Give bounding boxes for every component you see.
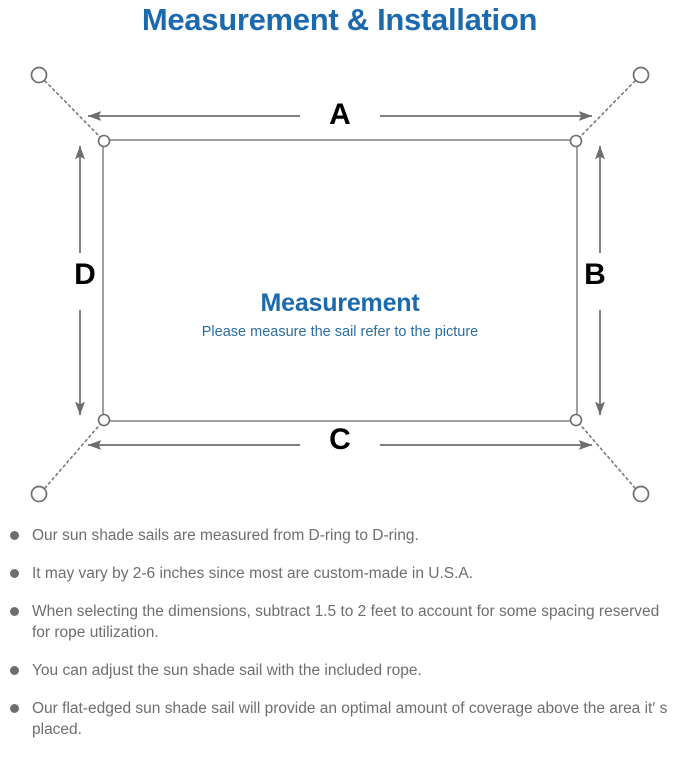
sail-caption-title: Measurement [260,289,420,317]
list-item: Our sun shade sails are measured from D-… [0,525,679,546]
dimension-label-a: A [329,98,351,131]
d-ring-bottom-right [569,413,583,427]
list-item: It may vary by 2-6 inches since most are… [0,563,679,584]
rope-line-top-left [44,80,104,141]
bullet-icon [10,569,19,578]
sail-caption-subtitle: Please measure the sail refer to the pic… [201,324,479,340]
bullet-icon [10,666,19,675]
anchor-ring-bottom-left [30,485,48,503]
notes-list: Our sun shade sails are measured from D-… [0,525,679,757]
d-ring-top-right [569,134,583,148]
list-item: When selecting the dimensions, subtract … [0,601,679,643]
dimension-label-b: B [584,258,606,291]
diagram-graphics [30,66,650,503]
note-text: When selecting the dimensions, subtract … [32,603,660,641]
note-text: Our flat-edged sun shade sail will provi… [32,700,668,738]
anchor-ring-bottom-right [632,485,650,503]
rope-lines [44,80,636,489]
sail-corner-d-rings [97,134,583,427]
bullet-icon [10,607,19,616]
list-item: You can adjust the sun shade sail with t… [0,660,679,681]
note-text: You can adjust the sun shade sail with t… [32,662,422,679]
rope-line-bottom-right [576,420,636,489]
page-title: Measurement & Installation [141,2,538,37]
rope-line-bottom-left [44,420,104,489]
d-ring-top-left [97,134,111,148]
bullet-icon [10,531,19,540]
dimension-label-c: C [329,423,351,456]
rope-line-top-right [576,80,636,141]
note-text: Our sun shade sails are measured from D-… [32,527,419,544]
anchor-ring-top-left [30,66,48,84]
d-ring-bottom-left [97,413,111,427]
sail-caption: Measurement Please measure the sail refe… [103,288,577,343]
note-text: It may vary by 2-6 inches since most are… [32,565,474,582]
list-item: Our flat-edged sun shade sail will provi… [0,698,679,740]
sail-rectangle [102,139,578,422]
bullet-icon [10,704,19,713]
anchor-ring-top-right [632,66,650,84]
dimension-label-d: D [74,258,96,291]
measurement-diagram: A C B D Measurement Please measure the s… [0,48,679,508]
outer-anchor-rings [30,66,650,503]
